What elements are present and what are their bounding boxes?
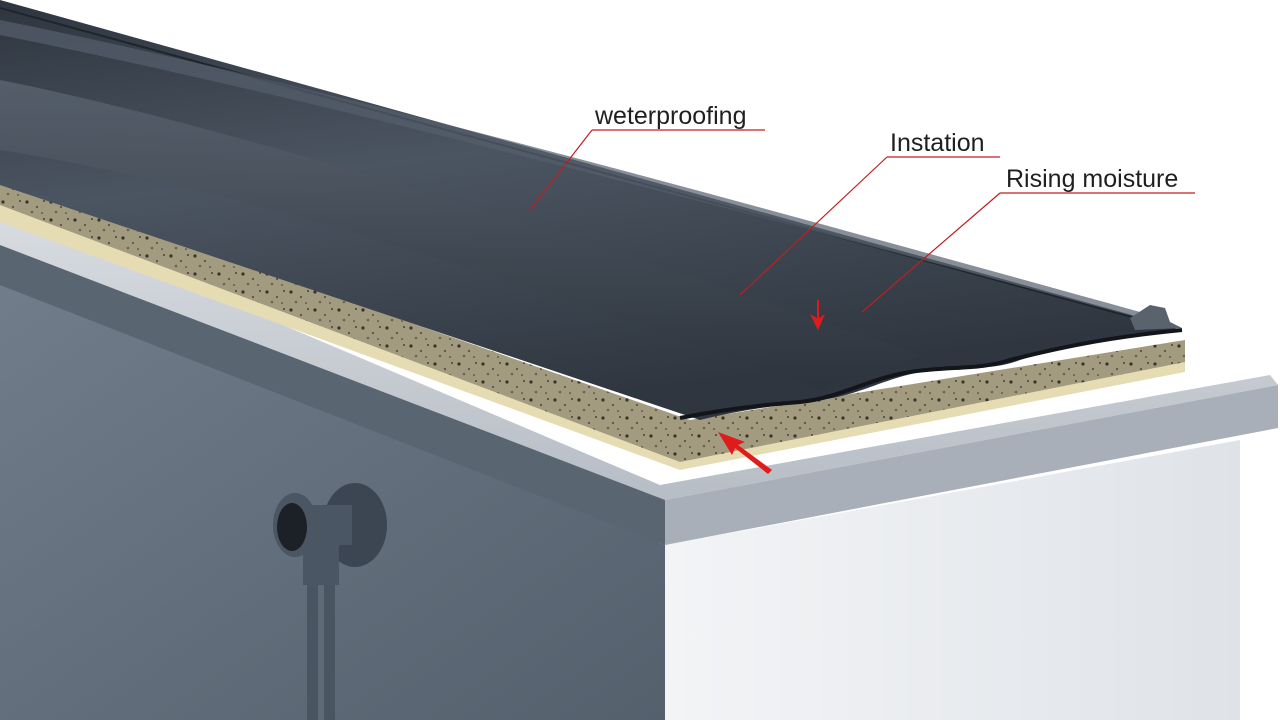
front-wall (0, 270, 665, 720)
leader-rising-moisture (861, 192, 1001, 313)
membrane-upturn (1130, 305, 1182, 330)
label-waterproofing: weterproofing (594, 102, 746, 130)
arrow-left-icon (718, 432, 772, 474)
label-rising-moisture: Rising moisture (1006, 165, 1178, 193)
membrane-edge-wave (679, 328, 1183, 420)
leader-insulation (739, 156, 888, 296)
label-insulation: Instation (890, 129, 985, 157)
leader-lines (529, 129, 1195, 313)
leader-waterproofing (529, 129, 593, 211)
side-wall (665, 440, 1240, 720)
downspout-pipe (273, 483, 387, 720)
membrane-ridge-secondary (0, 20, 1140, 318)
moisture-arrows (718, 300, 825, 474)
coping-right-fascia (665, 385, 1278, 545)
screed-layer (0, 180, 1185, 462)
coping-fascia (0, 240, 665, 545)
waterproofing-membrane (0, 0, 1182, 420)
membrane-ridge (0, 80, 920, 390)
arrow-down-icon (810, 300, 825, 330)
